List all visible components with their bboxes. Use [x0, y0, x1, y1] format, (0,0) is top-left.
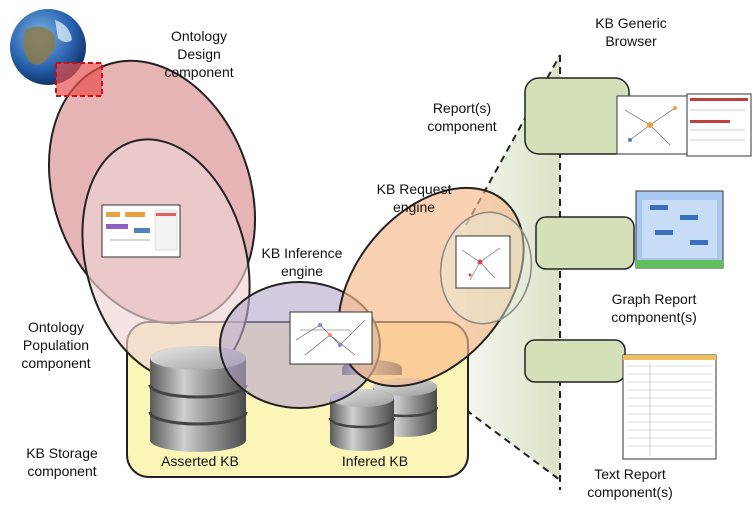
- infered-kb-label: Infered KB: [341, 453, 409, 469]
- graph-report-box: [535, 216, 635, 270]
- asserted-kb-label: Asserted KB: [161, 453, 239, 469]
- browser-screenshot: [616, 93, 752, 157]
- request-screenshot: [455, 235, 511, 289]
- graph-report-screenshot: [635, 190, 724, 269]
- globe-icon: [10, 9, 103, 97]
- inference-screenshot: [289, 311, 373, 365]
- generic-browser-box: [524, 77, 630, 155]
- text-report-screenshot: [622, 354, 717, 460]
- design-screenshot: [101, 204, 181, 258]
- reports-label: Report(s)component: [427, 100, 497, 134]
- text-report-box: [524, 339, 626, 383]
